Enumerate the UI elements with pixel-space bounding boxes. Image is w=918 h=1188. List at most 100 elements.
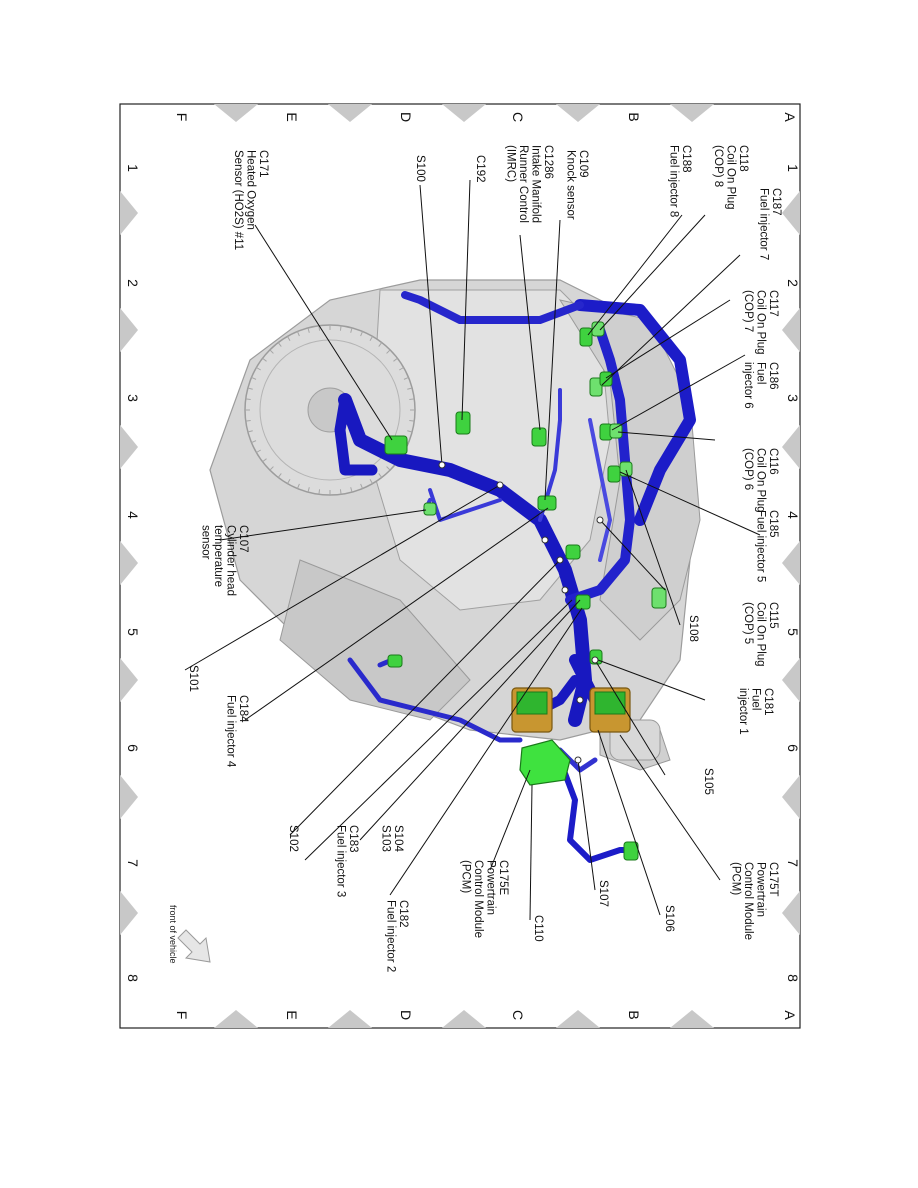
border-marker bbox=[120, 775, 138, 819]
callout-s106: S106 bbox=[663, 905, 675, 932]
grid-letter-a: A bbox=[782, 112, 798, 122]
border-marker bbox=[670, 104, 714, 122]
callout-s100: S100 bbox=[414, 155, 426, 182]
grid-letter-a: A bbox=[782, 1010, 798, 1020]
callout-s100-line: S100 bbox=[414, 155, 426, 182]
border-marker bbox=[120, 191, 138, 235]
leader-lines bbox=[184, 179, 761, 921]
border-marker bbox=[556, 1010, 600, 1028]
grid-letter-d: D bbox=[398, 1010, 414, 1020]
callout-c184-line: C184 bbox=[237, 695, 249, 723]
callout-c1286-line: Intake Manifold bbox=[530, 145, 542, 223]
border-marker bbox=[120, 308, 138, 352]
callout-c183-line: C183 bbox=[347, 825, 359, 853]
grid-letter-f: F bbox=[174, 113, 190, 122]
grid-number-1: 1 bbox=[785, 164, 801, 172]
connector-c175e bbox=[519, 739, 571, 786]
border-markers bbox=[120, 104, 800, 1028]
grid-number-7: 7 bbox=[125, 859, 141, 867]
connector-c185 bbox=[607, 465, 621, 483]
front-arrow-icon bbox=[177, 929, 211, 963]
callout-c175e-line: Control Module bbox=[472, 860, 484, 938]
callout-c118-line: C118 bbox=[737, 145, 749, 172]
grid-letter-b: B bbox=[626, 112, 642, 121]
border-marker bbox=[214, 1010, 258, 1028]
callout-c186-line: Fuel bbox=[755, 362, 767, 384]
callout-c175t-line: C175T bbox=[767, 862, 779, 897]
callout-s102-line: S102 bbox=[287, 825, 299, 852]
border-marker bbox=[442, 1010, 486, 1028]
callout-c107-line: C107 bbox=[237, 525, 249, 553]
grid-number-8: 8 bbox=[125, 974, 141, 982]
front-of-vehicle-label: front of vehicle bbox=[168, 905, 178, 964]
callout-c188-line: C188 bbox=[680, 145, 692, 173]
border-marker bbox=[442, 104, 486, 122]
callout-c185-line: C185 bbox=[767, 510, 779, 538]
connector-c110-end bbox=[623, 841, 639, 861]
callout-c192-line: C192 bbox=[474, 155, 486, 183]
grid-letter-e: E bbox=[284, 112, 300, 121]
border-marker bbox=[120, 425, 138, 469]
grid-number-7: 7 bbox=[785, 859, 801, 867]
grid-letter-c: C bbox=[510, 112, 526, 122]
grid-letter-e: E bbox=[284, 1010, 300, 1019]
grid-number-6: 6 bbox=[785, 744, 801, 752]
callout-c182-line: C182 bbox=[397, 900, 409, 928]
connector-c115 bbox=[619, 461, 633, 477]
callout-c110: C110 bbox=[532, 915, 544, 942]
callout-c171-line: C171 bbox=[257, 150, 269, 178]
connector-c117 bbox=[599, 371, 613, 387]
callout-c171-line: Heated Oxygen bbox=[245, 150, 257, 230]
border-marker bbox=[328, 1010, 372, 1028]
callout-c187-line: Fuel injector 7 bbox=[758, 188, 770, 260]
callout-s107: S107 bbox=[597, 880, 609, 907]
callout-c107-line: temperature bbox=[212, 525, 224, 587]
border-marker bbox=[120, 541, 138, 585]
callout-c107-line: sensor bbox=[200, 525, 212, 560]
callout-c187-line: C187 bbox=[770, 188, 782, 216]
grid-number-5: 5 bbox=[125, 628, 141, 636]
connector-c116 bbox=[609, 423, 623, 439]
callout-c175t-line: Powertrain bbox=[755, 862, 767, 917]
callout-c181-line: injector 1 bbox=[737, 688, 749, 735]
callout-c118-line: (COP) 8 bbox=[712, 145, 724, 187]
border-marker bbox=[328, 104, 372, 122]
callout-c110-line: C110 bbox=[532, 915, 544, 942]
grid-letter-d: D bbox=[398, 112, 414, 122]
grid-number-4: 4 bbox=[125, 511, 141, 519]
grid-number-3: 3 bbox=[785, 394, 801, 402]
callout-c182-line: Fuel injector 2 bbox=[385, 900, 397, 972]
callout-s102: S102 bbox=[287, 825, 299, 852]
callout-c175t-line: Control Module bbox=[742, 862, 754, 940]
grid-number-2: 2 bbox=[125, 279, 141, 287]
callout-c117-line: (COP) 7 bbox=[742, 290, 754, 332]
callout-c185-line: Fuel injector 5 bbox=[755, 510, 767, 582]
grid-number-3: 3 bbox=[125, 394, 141, 402]
callout-c1286-line: Runner Control bbox=[517, 145, 529, 223]
border-marker bbox=[120, 891, 138, 935]
border-marker bbox=[782, 891, 800, 935]
callout-c117-line: Coil On Plug bbox=[755, 290, 767, 355]
harness-main-trunk bbox=[338, 393, 592, 727]
border-marker bbox=[782, 541, 800, 585]
grid-letter-f: F bbox=[174, 1011, 190, 1020]
callout-c116-line: Coil On Plug bbox=[755, 448, 767, 513]
callout-c192: C192 bbox=[474, 155, 486, 183]
border-marker bbox=[782, 191, 800, 235]
callout-c117-line: C117 bbox=[767, 290, 779, 317]
callout-s104s103-line: S104 bbox=[392, 825, 404, 852]
callout-c175e-line: (PCM) bbox=[460, 860, 472, 893]
callout-c1286-line: (IMRC) bbox=[505, 145, 517, 182]
